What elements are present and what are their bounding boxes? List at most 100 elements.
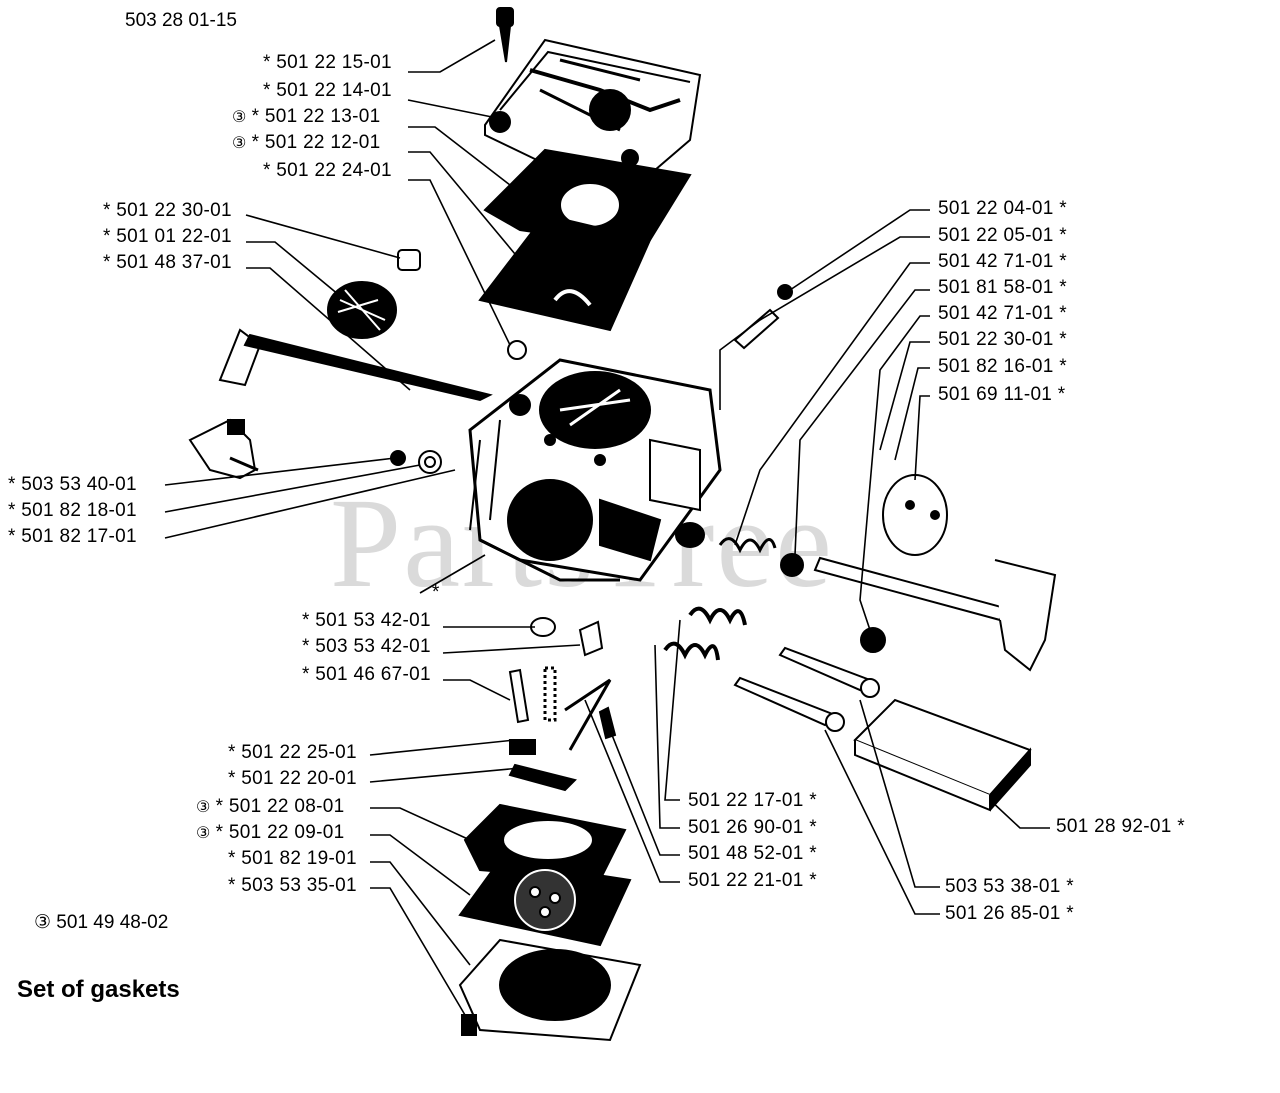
callout-left: * 501 82 18-01 (8, 500, 137, 522)
part-number: 501 22 05-01 (938, 225, 1054, 246)
set-of-gaskets-note: Set of gaskets (17, 976, 180, 1003)
callout-bottom: 501 48 52-01 * (688, 843, 817, 865)
star-marker: * (1066, 903, 1074, 924)
callout-left: * 501 22 25-01 (228, 742, 357, 764)
callout-left: * 501 82 17-01 (8, 526, 137, 548)
fuel-inlet-nipple-part (733, 308, 780, 350)
part-number: 501 22 09-01 (228, 822, 345, 843)
callout-left: * 501 22 15-01 (263, 52, 392, 74)
star-marker: * (103, 226, 111, 247)
callout-right: 501 69 11-01 * (938, 384, 1065, 406)
callout-right: 501 42 71-01 * (938, 303, 1067, 325)
star-marker: * (1059, 356, 1067, 377)
callout-left: ③ * 501 22 13-01 (232, 106, 380, 129)
top-screw-part (496, 7, 514, 63)
callout-left: * 503 53 40-01 (8, 474, 137, 496)
callout-left: ③ * 501 22 08-01 (196, 796, 344, 819)
star-marker: * (1177, 816, 1185, 837)
star-marker: * (215, 796, 224, 817)
star-marker: * (8, 500, 16, 521)
part-number: 503 53 38-01 (945, 876, 1061, 897)
part-number: 501 46 67-01 (315, 664, 431, 685)
callout-left: * 503 53 35-01 (228, 875, 357, 897)
star-marker: * (215, 822, 224, 843)
gasket-kit-number: ③ 501 49 48-02 (34, 912, 169, 933)
star-marker: * (1059, 251, 1067, 272)
part-number: 501 42 71-01 (938, 251, 1054, 272)
choke-shaft-part (813, 556, 1007, 622)
body-marker: * (432, 582, 440, 603)
part-number: 501 22 12-01 (264, 132, 381, 153)
callout-right: 501 22 04-01 * (938, 198, 1067, 220)
star-marker: * (228, 848, 236, 869)
star-marker: * (228, 875, 236, 896)
sleeve-part (578, 620, 604, 657)
kit-mark-icon: ③ (196, 825, 211, 842)
part-number: 501 22 24-01 (276, 160, 392, 181)
part-number: 501 22 21-01 (688, 870, 804, 891)
part-number: 501 22 20-01 (241, 768, 357, 789)
star-marker: * (1057, 384, 1066, 405)
star-marker: * (809, 843, 817, 864)
part-number: 501 28 92-01 (1056, 816, 1172, 837)
callout-bottom: 501 28 92-01 * (1056, 816, 1185, 838)
callout-left: * 503 53 42-01 (302, 636, 431, 658)
callout-bottom: 501 26 85-01 * (945, 903, 1074, 925)
callout-left: * 501 46 67-01 (302, 664, 431, 686)
kit-mark-icon: ③ (196, 799, 211, 816)
part-number: 501 69 11-01 (938, 384, 1053, 405)
star-marker: * (103, 252, 111, 273)
callout-bottom: 501 22 21-01 * (688, 870, 817, 892)
part-number: 501 53 42-01 (315, 610, 431, 631)
callout-bottom: 501 26 90-01 * (688, 817, 817, 839)
star-marker: * (1059, 198, 1067, 219)
star-marker: * (809, 817, 817, 838)
part-number: 503 53 42-01 (315, 636, 431, 657)
spring-part (718, 537, 777, 554)
star-marker: * (263, 80, 271, 101)
callout-left: * 501 82 19-01 (228, 848, 357, 870)
star-marker: * (809, 790, 817, 811)
star-marker: * (263, 160, 271, 181)
filter-screen-part (327, 249, 421, 339)
part-number: 503 53 35-01 (241, 875, 357, 896)
part-number: 501 82 16-01 (938, 356, 1054, 377)
star-marker: * (302, 610, 310, 631)
star-marker: * (302, 664, 310, 685)
callout-left: * 501 48 37-01 (103, 252, 232, 274)
part-number: 501 82 19-01 (241, 848, 357, 869)
star-marker: * (1059, 277, 1067, 298)
star-marker: * (1059, 329, 1067, 350)
part-number: 501 22 30-01 (116, 200, 232, 221)
callout-left: ③ * 501 22 09-01 (196, 822, 344, 845)
leader-lines (164, 39, 1050, 1016)
star-marker: * (251, 132, 260, 153)
callout-left: * 501 22 20-01 (228, 768, 357, 790)
part-number: 501 01 22-01 (116, 226, 232, 247)
star-marker: * (1059, 303, 1067, 324)
callout-right: 501 42 71-01 * (938, 251, 1067, 273)
star-marker: * (228, 768, 236, 789)
part-number: 501 22 17-01 (688, 790, 804, 811)
part-number: 501 22 25-01 (241, 742, 357, 763)
callout-left: ③ * 501 22 12-01 (232, 132, 380, 155)
star-marker: * (8, 474, 16, 495)
callout-left: * 501 01 22-01 (103, 226, 232, 248)
inlet-valve-part (188, 418, 259, 480)
callout-right: 501 22 30-01 * (938, 329, 1067, 351)
part-number: 501 48 37-01 (116, 252, 232, 273)
part-number: 501 22 04-01 (938, 198, 1054, 219)
star-marker: * (809, 870, 817, 891)
pump-diaphragm-part (478, 213, 652, 332)
callout-bottom: 501 22 17-01 * (688, 790, 817, 812)
star-marker: * (1059, 225, 1067, 246)
part-number: 503 53 40-01 (21, 474, 137, 495)
kit-mark-icon: ③ (232, 135, 247, 152)
part-number: 501 22 08-01 (228, 796, 345, 817)
star-marker: * (228, 742, 236, 763)
part-number: 501 82 18-01 (21, 500, 137, 521)
part-number: 501 42 71-01 (938, 303, 1054, 324)
carburetor-body-part (468, 358, 722, 582)
part-number: 501 22 14-01 (276, 80, 392, 101)
